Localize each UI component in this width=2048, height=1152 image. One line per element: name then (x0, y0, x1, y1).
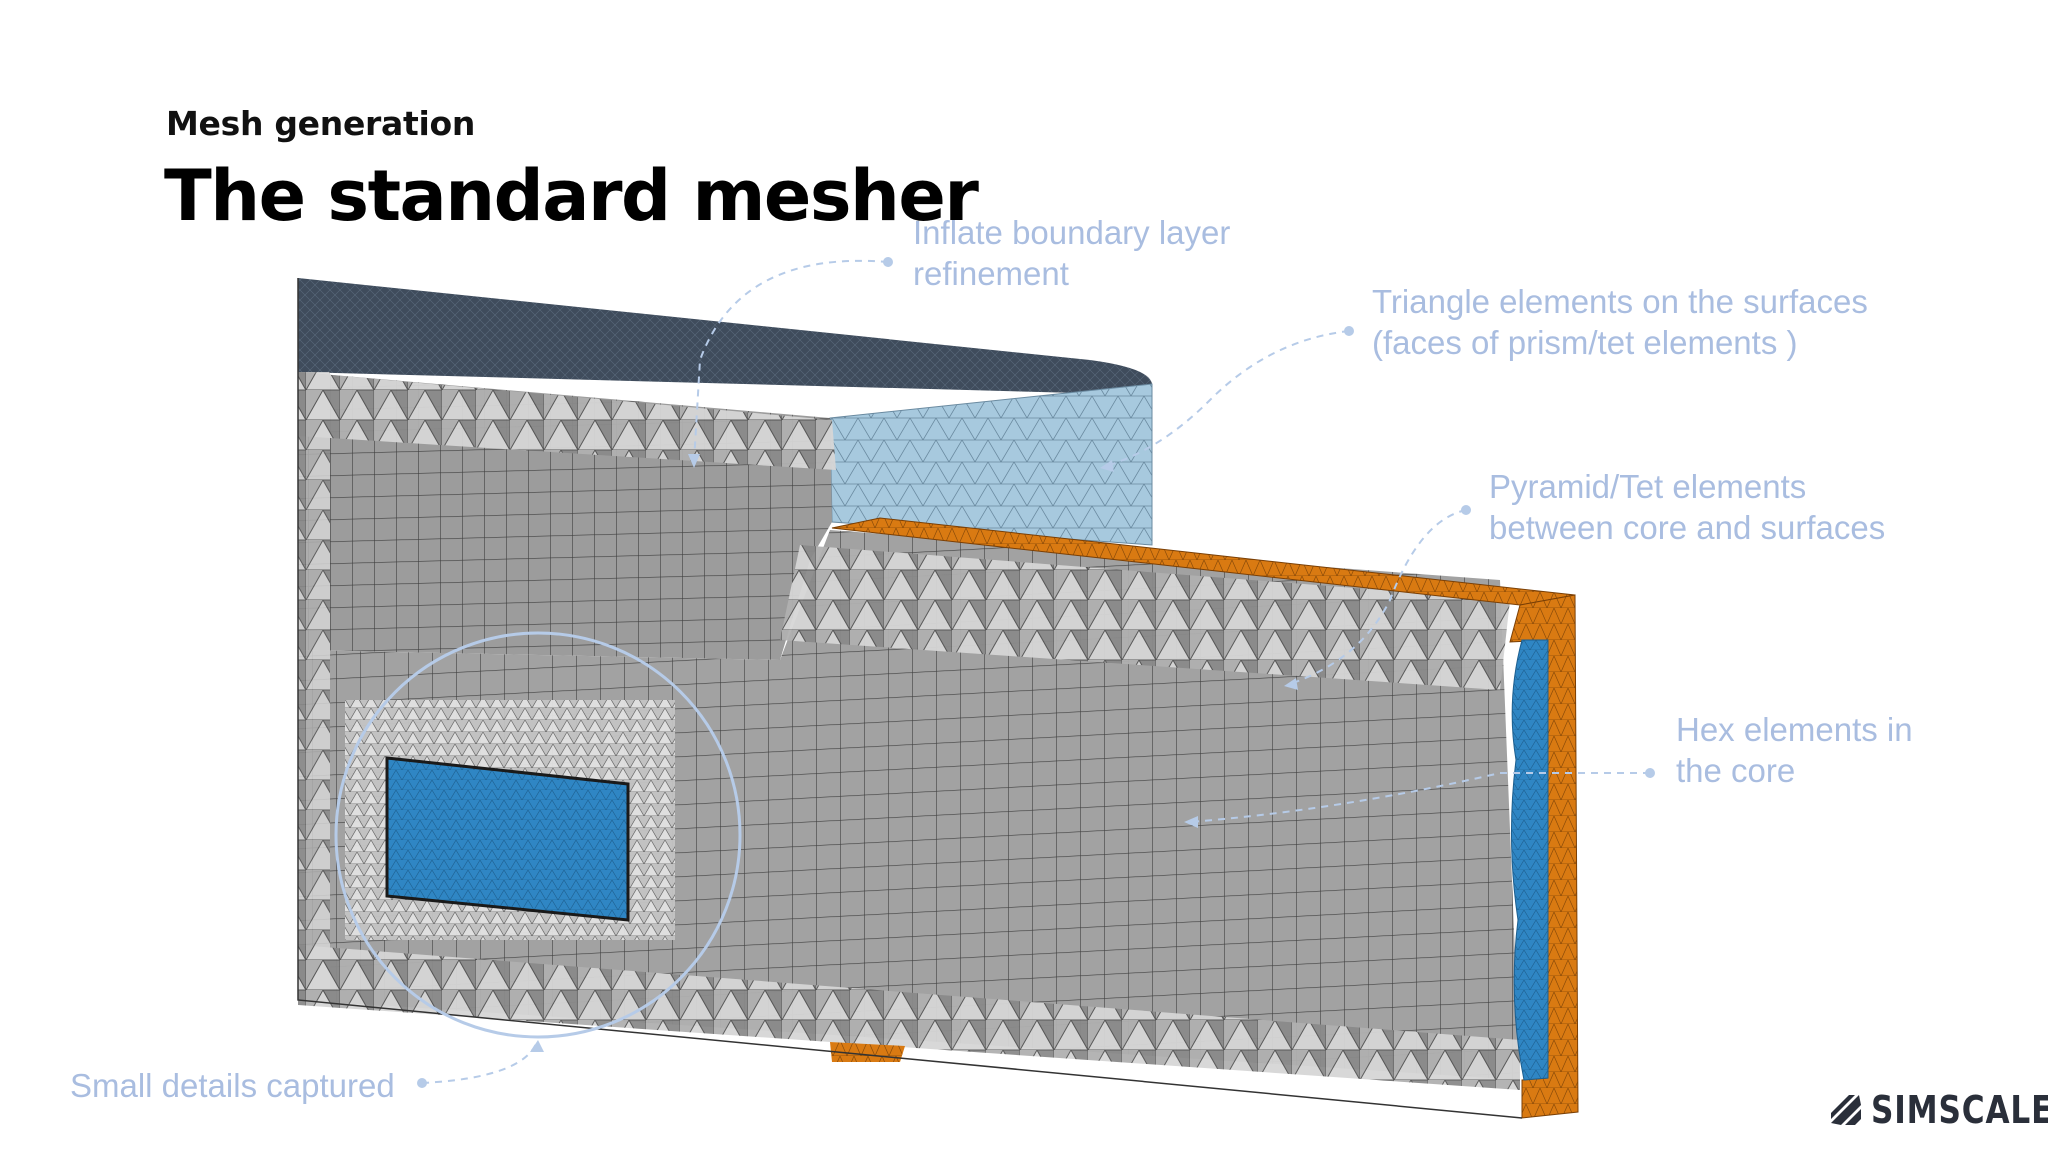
callout-line: between core and surfaces (1489, 509, 1886, 546)
callout-line: refinement (913, 255, 1069, 292)
simscale-logo-icon (1831, 1095, 1861, 1125)
callout-triangle-elements: Triangle elements on the surfaces (faces… (1372, 281, 1868, 363)
bottom-tet-band (298, 945, 1520, 1090)
leader-arrowheads (530, 454, 1298, 1052)
callout-line: (faces of prism/tet elements ) (1372, 324, 1798, 361)
left-tet-band (298, 372, 330, 1000)
detail-highlight-circle (334, 631, 742, 1039)
callout-inflate-boundary-layer: Inflate boundary layer refinement (913, 212, 1230, 294)
blue-detail-rect (385, 756, 630, 922)
simscale-wordmark: SIMSCALE (1871, 1088, 2048, 1132)
leader-small (421, 1043, 537, 1084)
leader-dots (417, 257, 1655, 1088)
leader-hex (1189, 772, 1650, 823)
leader-lines (421, 259, 1650, 1084)
callout-hex-elements: Hex elements in the core (1676, 709, 1913, 791)
callout-pyramid-tet-elements: Pyramid/Tet elements between core and su… (1489, 466, 1885, 548)
callout-line: Hex elements in (1676, 711, 1913, 748)
rear-tet-band (298, 372, 836, 470)
callout-line: Inflate boundary layer (913, 214, 1231, 251)
callout-line: Pyramid/Tet elements (1489, 468, 1807, 505)
callout-small-details: Small details captured (70, 1065, 395, 1106)
front-tet-band (780, 545, 1510, 690)
slide-title: The standard mesher (164, 155, 979, 237)
leader-triangle (1105, 330, 1350, 467)
callout-line: Small details captured (70, 1067, 395, 1104)
callout-line: Triangle elements on the surfaces (1372, 283, 1868, 320)
leader-pyramid (1289, 509, 1467, 685)
callout-line: the core (1676, 752, 1796, 789)
simscale-logo: SIMSCALE (1829, 1088, 2048, 1132)
top-surface (298, 278, 1152, 395)
slide-kicker: Mesh generation (166, 104, 476, 143)
leader-inflate (693, 259, 889, 463)
blue-end-surface (1510, 639, 1549, 1081)
